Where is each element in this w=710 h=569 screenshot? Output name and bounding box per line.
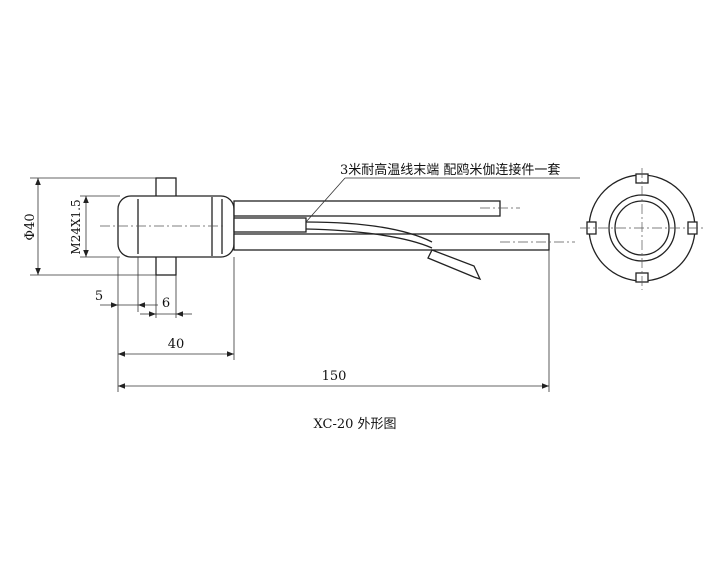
sensor-body xyxy=(117,195,235,258)
cable-tail xyxy=(427,249,482,281)
dim-6: 6 xyxy=(162,296,170,311)
cable-wire-1 xyxy=(305,221,433,243)
cable-sheath xyxy=(233,217,307,233)
horizontal-dimensions: 5 6 40 150 xyxy=(95,250,550,392)
dim-5: 5 xyxy=(95,289,103,304)
dim-thread: M24X1.5 xyxy=(69,199,83,254)
dim-outer-diameter: Φ40 xyxy=(23,213,38,240)
end-view xyxy=(580,168,704,290)
upper-lug xyxy=(155,177,177,198)
cable-note-text: 3米耐高温线末端 配鸥米伽连接件一套 xyxy=(340,162,560,178)
cable-note: 3米耐高温线末端 配鸥米伽连接件一套 xyxy=(305,162,580,223)
upper-rod xyxy=(233,200,501,217)
cable-wire-2 xyxy=(305,228,433,249)
dim-40: 40 xyxy=(168,337,185,352)
dim-150: 150 xyxy=(322,369,347,384)
vertical-dimensions: Φ40 M24X1.5 xyxy=(23,177,156,276)
side-view xyxy=(100,177,575,281)
drawing-caption: XC-20 外形图 xyxy=(313,417,396,432)
lower-lug xyxy=(155,255,177,276)
